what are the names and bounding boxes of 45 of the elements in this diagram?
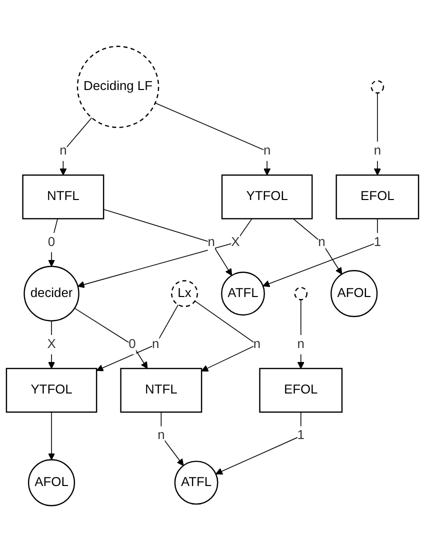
node-circle: Lx (171, 280, 198, 308)
node-circle: Deciding LF (76, 46, 160, 128)
node-circle: AFOL (28, 459, 76, 506)
edge-label: 1 (297, 428, 304, 442)
node-circle (370, 80, 384, 94)
edge-label: n (208, 235, 215, 249)
arrow (48, 412, 56, 460)
node-circle: decider (24, 266, 80, 322)
arrow (215, 412, 302, 475)
edge-label: n (60, 144, 67, 158)
arrow (160, 412, 184, 466)
edge-label: n (253, 337, 261, 352)
edge-label: n (318, 235, 326, 249)
node-box: EFOL (259, 368, 343, 413)
arrow (77, 218, 252, 288)
edge-label: X (231, 235, 240, 249)
node-box: EFOL (336, 174, 420, 220)
node-circle: AFOL (330, 270, 378, 318)
node-box: NTFL (120, 368, 202, 413)
arrow (48, 218, 58, 267)
node-box: YTFOL (6, 368, 98, 413)
edge-label: n (263, 144, 271, 158)
arrow (374, 92, 381, 176)
node-box: YTFOL (221, 174, 313, 220)
edge-label: n (374, 144, 382, 158)
edge-label: X (47, 337, 56, 352)
arrow (262, 218, 378, 288)
arrow (292, 218, 342, 275)
edge-label: 0 (128, 337, 136, 352)
arrow (154, 102, 271, 176)
arrow (74, 308, 148, 369)
arrow (96, 304, 179, 372)
node-circle: ATFL (174, 460, 218, 505)
edge-label: n (297, 337, 304, 352)
edge-label: n (152, 337, 160, 352)
arrow (297, 299, 304, 369)
arrow (48, 320, 56, 369)
node-circle: ATFL (221, 272, 265, 316)
edge-label: 0 (48, 235, 56, 249)
arrow (103, 208, 232, 276)
node-circle (294, 286, 308, 300)
edge-label: 1 (374, 235, 382, 249)
node-box: NTFL (22, 174, 104, 220)
arrow (60, 117, 92, 176)
edge-label: n (158, 428, 165, 442)
